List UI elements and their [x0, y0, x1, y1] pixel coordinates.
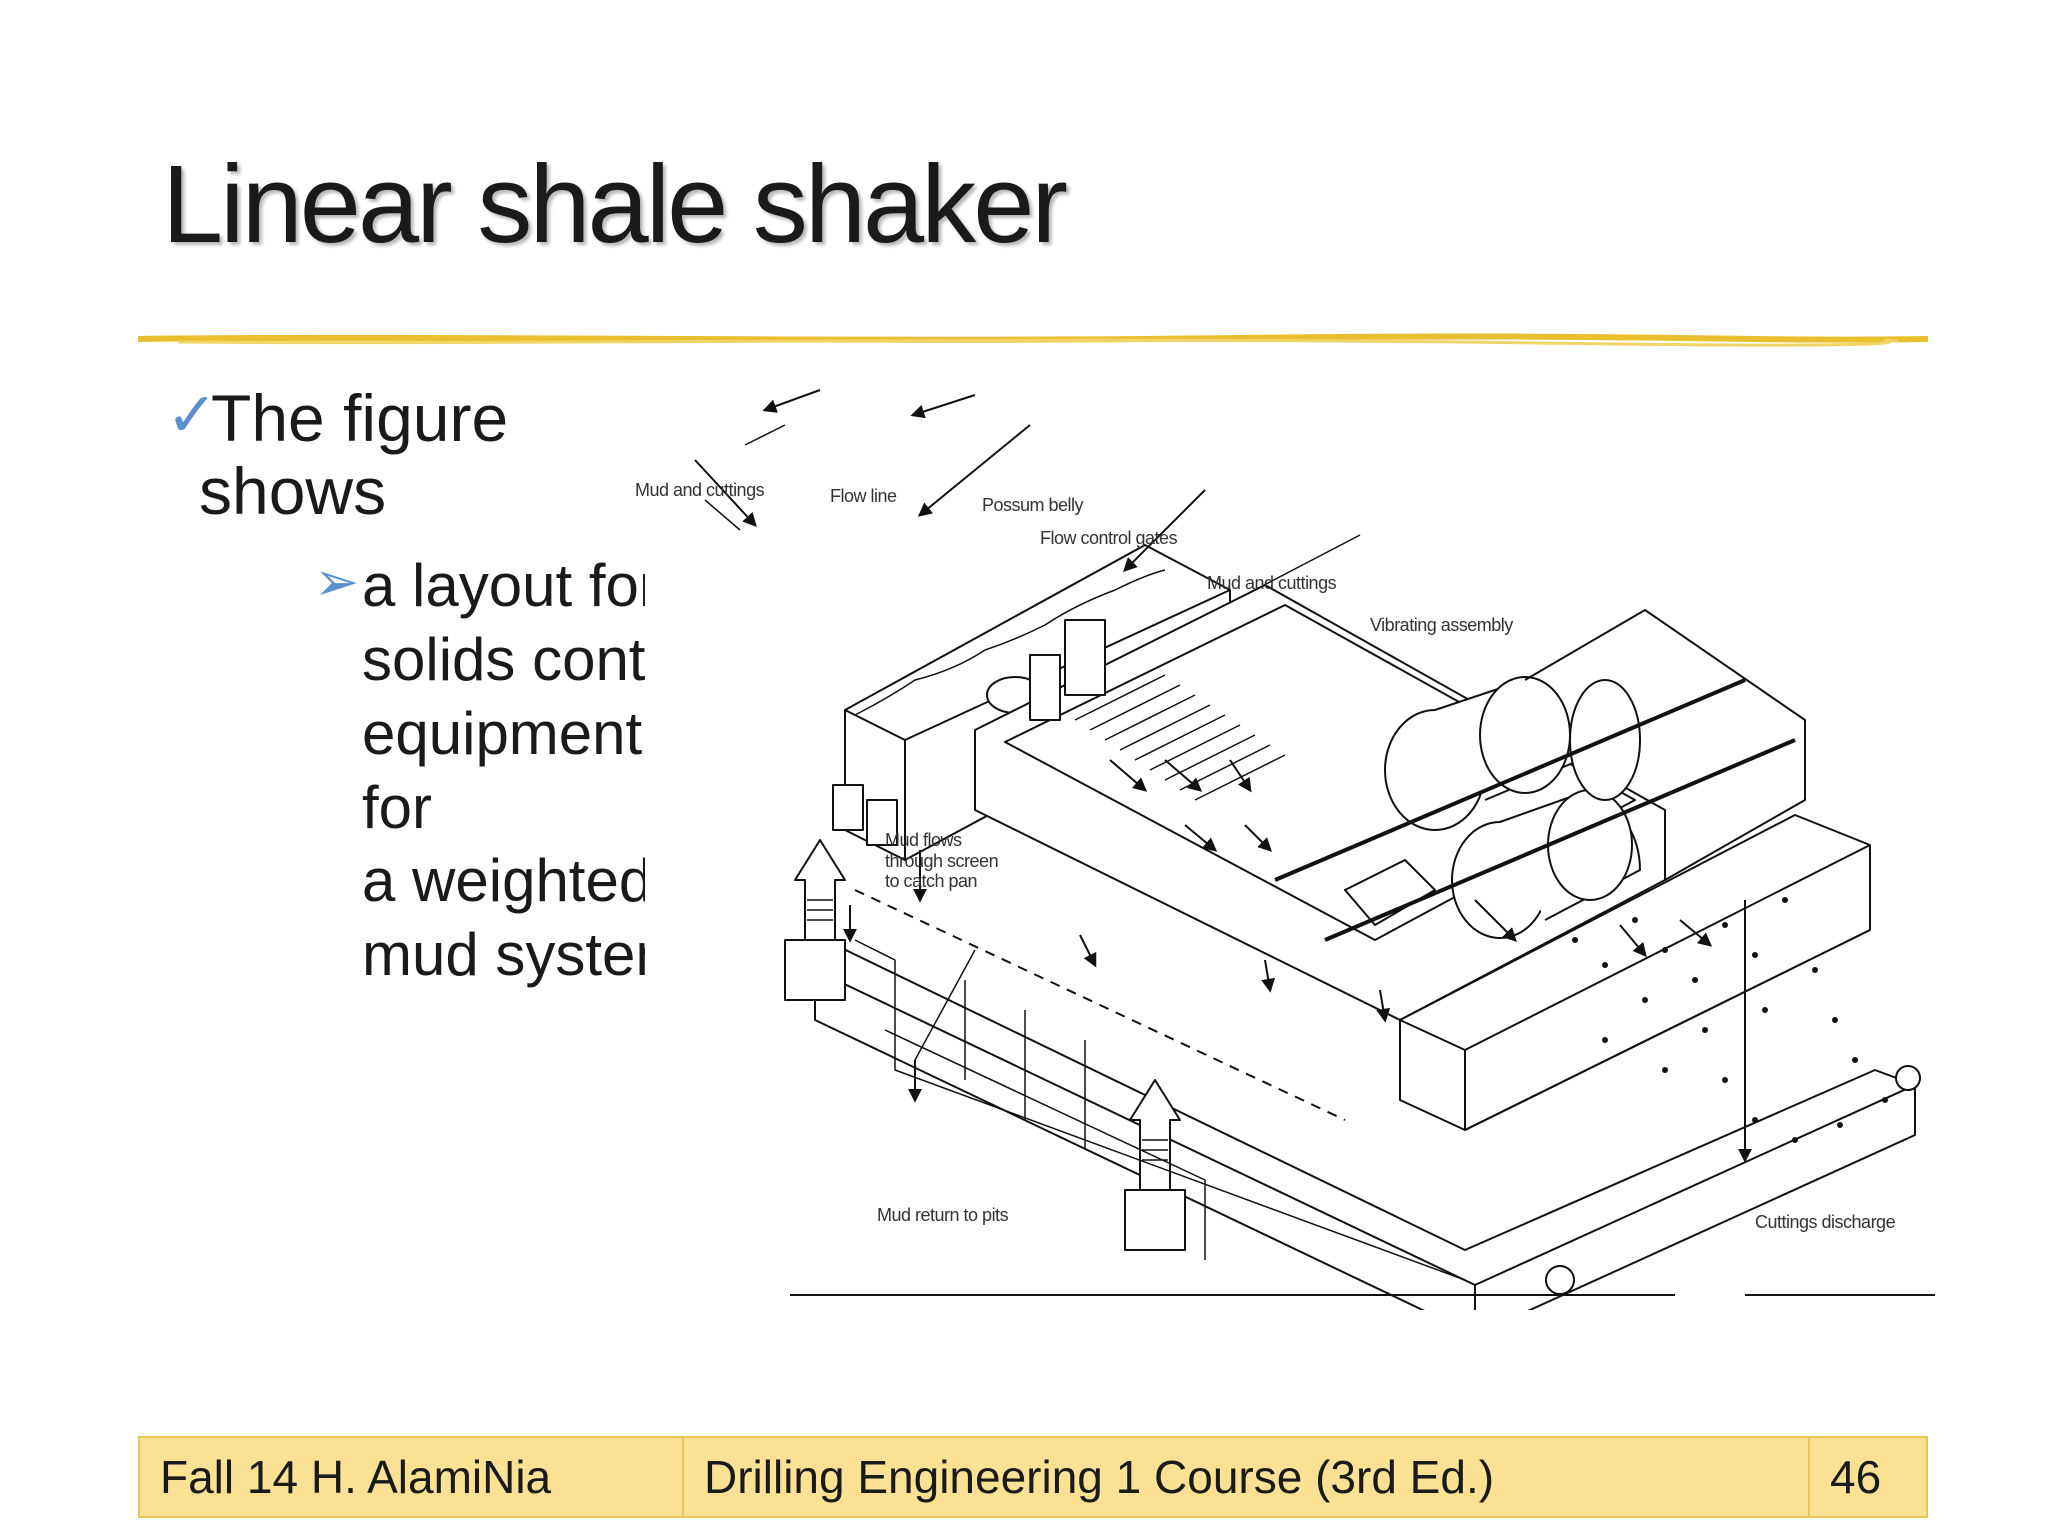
footer-page-number: 46 [1830, 1451, 1882, 1503]
slide-footer: Fall 14 H. AlamiNia Drilling Engineering… [138, 1436, 1928, 1518]
label-flow-line: Flow line [830, 486, 897, 506]
label-line: through screen [885, 850, 999, 871]
bullet-list: ✓ The figure shows ➢ a layout for solids… [166, 381, 712, 992]
bullet-text: shows [199, 453, 387, 528]
sub-bullet-line: for [362, 773, 433, 841]
label-mud-return: Mud return to pits [877, 1205, 1009, 1225]
label-mud-and-cuttings-mid: Mud and cuttings [1207, 573, 1337, 593]
label-mud-flows: Mud flows through screen to catch pan [885, 830, 999, 892]
arrow-bullet-icon: ➢ [314, 552, 360, 613]
label-flow-control-gates: Flow control gates [1040, 528, 1178, 548]
title-divider [138, 333, 1928, 347]
label-line: Mud flows [885, 830, 962, 850]
label-line: to catch pan [885, 871, 978, 892]
checkmark-icon: ✓ [166, 381, 218, 450]
footer-course: Drilling Engineering 1 Course (3rd Ed.) [684, 1438, 1810, 1516]
sub-bullet-line: a weighted [362, 847, 653, 915]
bullet-level-1: ✓ The figure shows [166, 381, 712, 528]
shale-shaker-diagram: Mud and cuttings Flow line Possum belly … [635, 380, 1935, 1310]
sub-bullet-line: equipment [362, 699, 643, 767]
bullet-text: The figure [211, 381, 509, 455]
label-cuttings-discharge: Cuttings discharge [1755, 1212, 1896, 1232]
slide-title: Linear shale shaker [162, 143, 1068, 266]
footer-author: Fall 14 H. AlamiNia [140, 1438, 684, 1516]
label-mud-and-cuttings-top: Mud and cuttings [635, 480, 765, 500]
sub-bullet-line: a layout for [362, 552, 659, 620]
label-possum-belly: Possum belly [982, 495, 1084, 515]
label-vibrating-assembly: Vibrating assembly [1370, 615, 1513, 635]
shaker-drawing [694, 389, 1935, 1310]
